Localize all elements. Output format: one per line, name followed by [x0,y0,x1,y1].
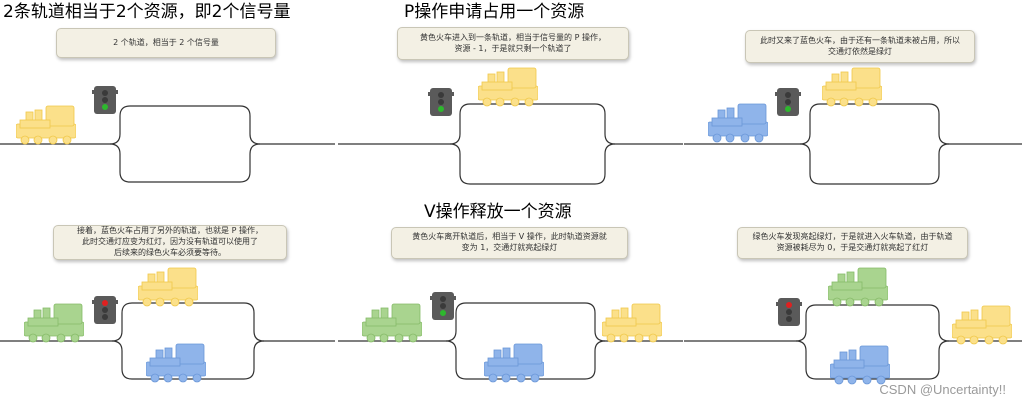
yellow-train-icon [602,303,662,343]
title-v-operation: V操作释放一个资源 [424,202,572,222]
note-panel-2: 黄色火车进入到一条轨道，相当于信号量的 P 操作， 资源 - 1，于是就只剩一个… [397,27,629,60]
track-panel-6 [684,304,1022,380]
note-panel-4: 接着，蓝色火车占用了另外的轨道，也就是 P 操作， 此时交通灯应变为红灯，因为没… [53,225,287,260]
green-train-icon [24,303,84,343]
traffic-light-green-icon [775,88,801,116]
title-semaphore-resources: 2条轨道相当于2个资源，即2个信号量 [3,2,291,22]
traffic-light-red-icon [776,298,802,326]
blue-train-icon [484,343,544,383]
yellow-train-icon [478,67,538,107]
blue-train-icon [708,103,768,143]
track-panel-5 [338,302,683,380]
yellow-train-icon [16,105,76,145]
note-panel-1: 2 个轨道，相当于 2 个信号量 [56,28,276,58]
yellow-train-icon [822,67,882,107]
title-p-operation: P操作申请占用一个资源 [404,2,585,22]
traffic-light-red-icon [92,296,118,324]
note-panel-6: 绿色火车发现亮起绿灯，于是就进入火车轨道，由于轨道 资源被耗尽为 0，于是交通灯… [737,227,968,259]
note-panel-5: 黄色火车离开轨道后，相当于 V 操作，此时轨道资源就 变为 1，交通灯就亮起绿灯 [391,227,628,259]
note-panel-3: 此时又来了蓝色火车，由于还有一条轨道未被占用，所以 交通灯依然是绿灯 [745,30,975,63]
green-train-icon [362,303,422,343]
track-panel-2 [338,103,683,185]
traffic-light-green-icon [92,86,118,114]
yellow-train-icon [138,267,198,307]
traffic-light-green-icon [430,292,456,320]
blue-train-icon [830,345,890,385]
traffic-light-green-icon [428,88,454,116]
blue-train-icon [146,343,206,383]
green-train-icon [828,267,888,307]
track-panel-1 [0,105,335,183]
yellow-train-icon [952,305,1012,345]
watermark: CSDN @Uncertainty!! [879,382,1006,397]
